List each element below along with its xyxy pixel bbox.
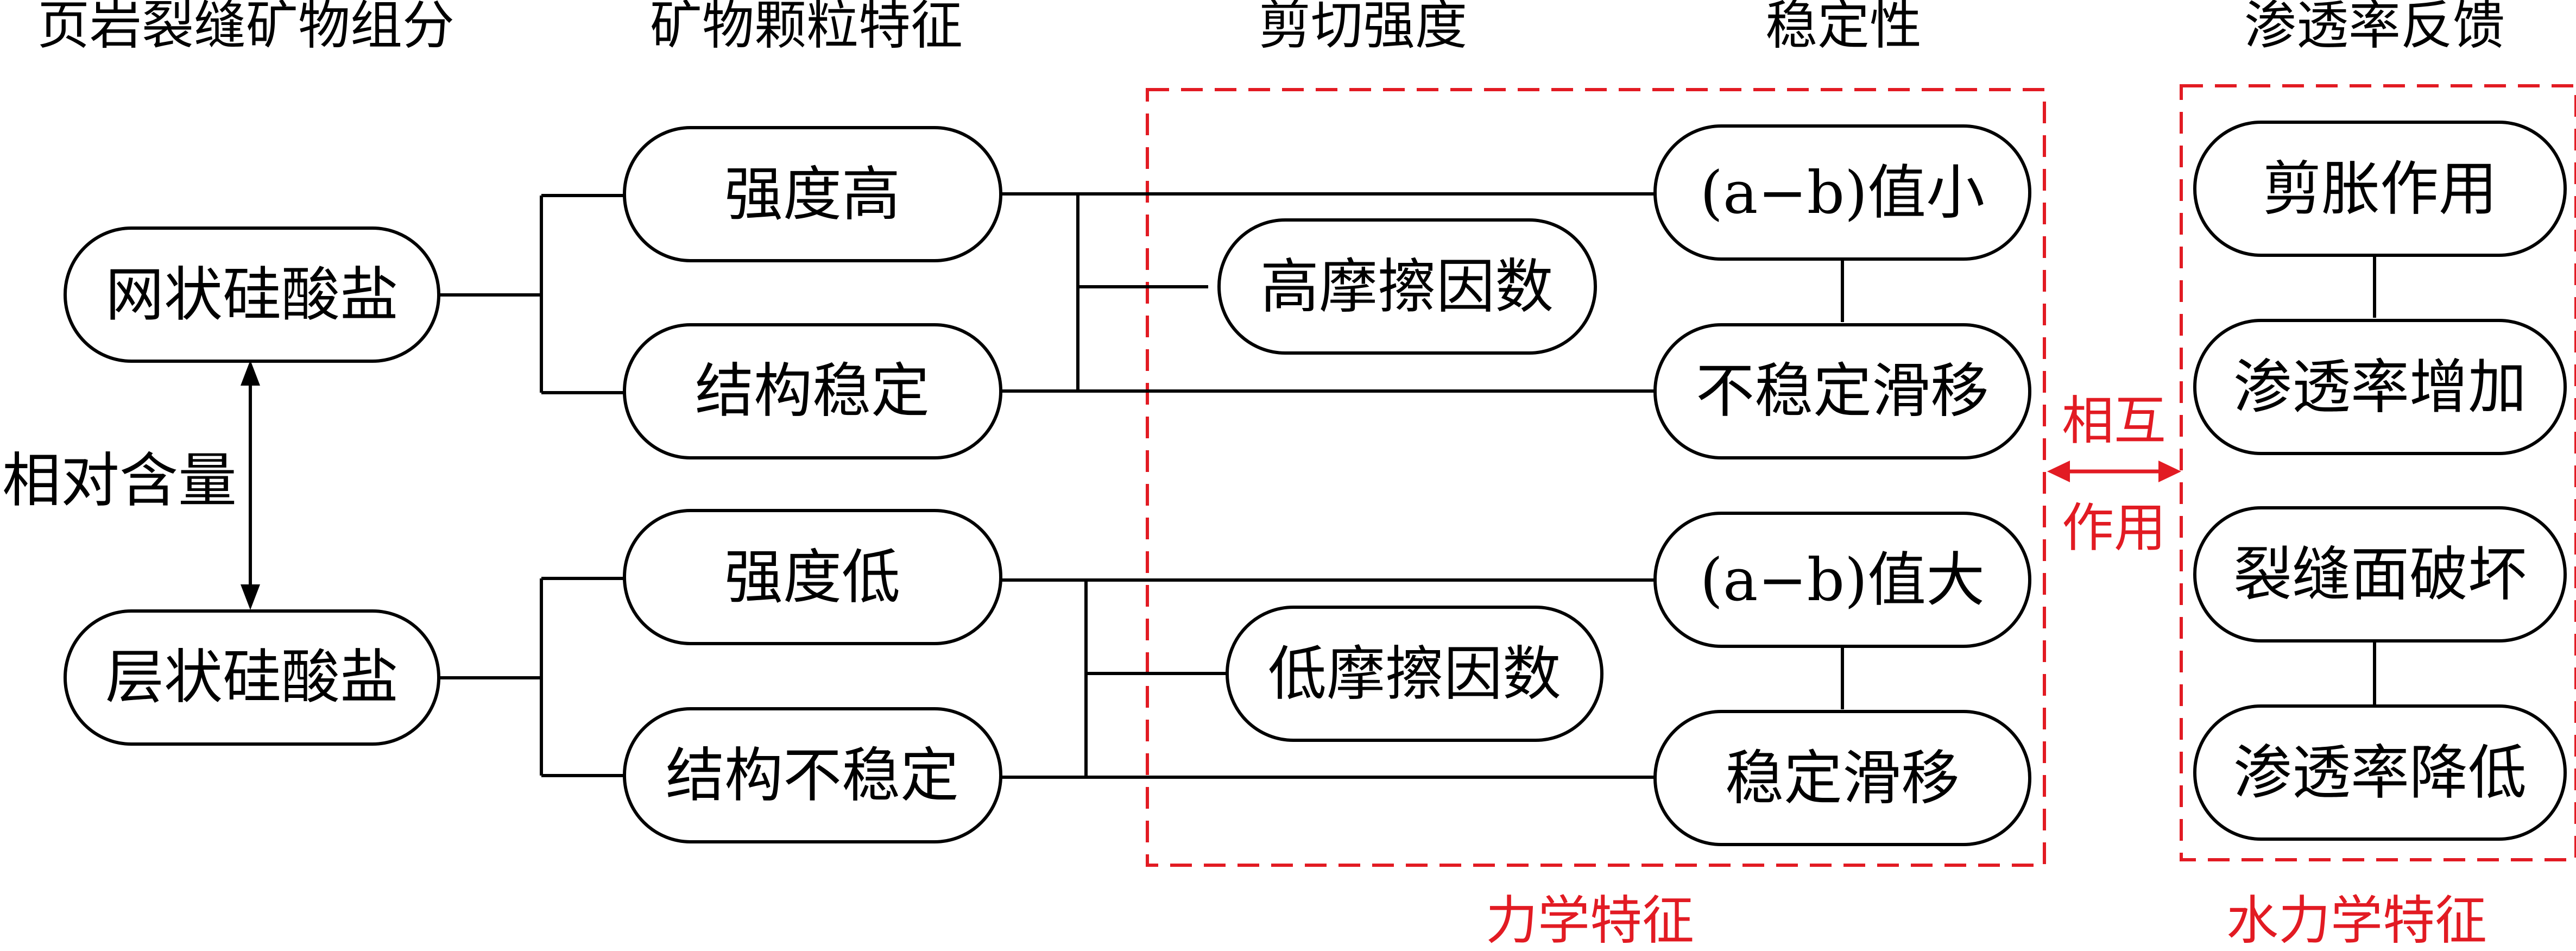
- node-stable-slip: 稳定滑移: [1653, 710, 2031, 846]
- relative-content-label: 相对含量: [2, 447, 237, 515]
- node-permeability-increase: 渗透率增加: [2193, 319, 2567, 455]
- node-low-strength: 强度低: [623, 509, 1002, 645]
- node-ab-small: (a−b)值小: [1653, 124, 2031, 261]
- node-layered-silicate-label: 层状硅酸盐: [105, 644, 399, 711]
- node-fracture-surface-damage-label: 裂缝面破坏: [2233, 541, 2527, 609]
- header-stability: 稳定性: [1765, 0, 1922, 56]
- node-unstable-slip-label: 不稳定滑移: [1696, 357, 1989, 425]
- node-network-silicate-label: 网状硅酸盐: [105, 261, 399, 329]
- node-permeability-increase-label: 渗透率增加: [2233, 354, 2527, 421]
- header-shear-strength: 剪切强度: [1259, 0, 1467, 56]
- node-unstable-structure: 结构不稳定: [623, 707, 1002, 843]
- node-ab-large: (a−b)值大: [1653, 512, 2031, 648]
- node-low-friction: 低摩擦因数: [1226, 606, 1603, 742]
- node-layered-silicate: 层状硅酸盐: [64, 609, 440, 746]
- hydromechanical-group-box: [2180, 84, 2576, 861]
- node-low-friction-label: 低摩擦因数: [1268, 640, 1561, 708]
- node-high-friction: 高摩擦因数: [1217, 218, 1597, 355]
- mechanical-group-box: [1146, 88, 2046, 867]
- mechanical-group-label: 力学特征: [1486, 890, 1694, 951]
- node-network-silicate: 网状硅酸盐: [64, 226, 440, 363]
- node-stable-structure-label: 结构稳定: [695, 357, 930, 425]
- hydromechanical-group-label: 水力学特征: [2226, 890, 2487, 951]
- node-stable-slip-label: 稳定滑移: [1725, 745, 1960, 813]
- node-high-strength-label: 强度高: [724, 161, 900, 229]
- node-stable-structure: 结构稳定: [623, 323, 1002, 459]
- node-ab-small-label: (a−b)值小: [1700, 159, 1985, 227]
- node-low-strength-label: 强度低: [724, 544, 900, 612]
- node-high-strength: 强度高: [623, 126, 1002, 262]
- connector-lines: [439, 192, 2376, 779]
- node-fracture-surface-damage: 裂缝面破坏: [2193, 506, 2567, 643]
- node-unstable-structure-label: 结构不稳定: [666, 742, 959, 810]
- relative-content-double-arrow: [241, 360, 260, 610]
- node-high-friction-label: 高摩擦因数: [1260, 253, 1554, 321]
- header-mineral-composition: 页岩裂缝矿物组分: [37, 0, 454, 56]
- node-unstable-slip: 不稳定滑移: [1653, 323, 2031, 459]
- node-ab-large-label: (a−b)值大: [1700, 546, 1985, 614]
- node-permeability-decrease: 渗透率降低: [2193, 704, 2567, 841]
- header-permeability-feedback: 渗透率反馈: [2244, 0, 2505, 56]
- interaction-label-line1: 相互: [2062, 391, 2166, 451]
- node-permeability-decrease-label: 渗透率降低: [2233, 739, 2527, 807]
- node-shear-dilation: 剪胀作用: [2193, 121, 2567, 257]
- interaction-label-line2: 作用: [2062, 497, 2166, 558]
- node-shear-dilation-label: 剪胀作用: [2263, 155, 2497, 223]
- interaction-double-arrow: [2047, 461, 2181, 482]
- header-particle-features: 矿物颗粒特征: [650, 0, 963, 56]
